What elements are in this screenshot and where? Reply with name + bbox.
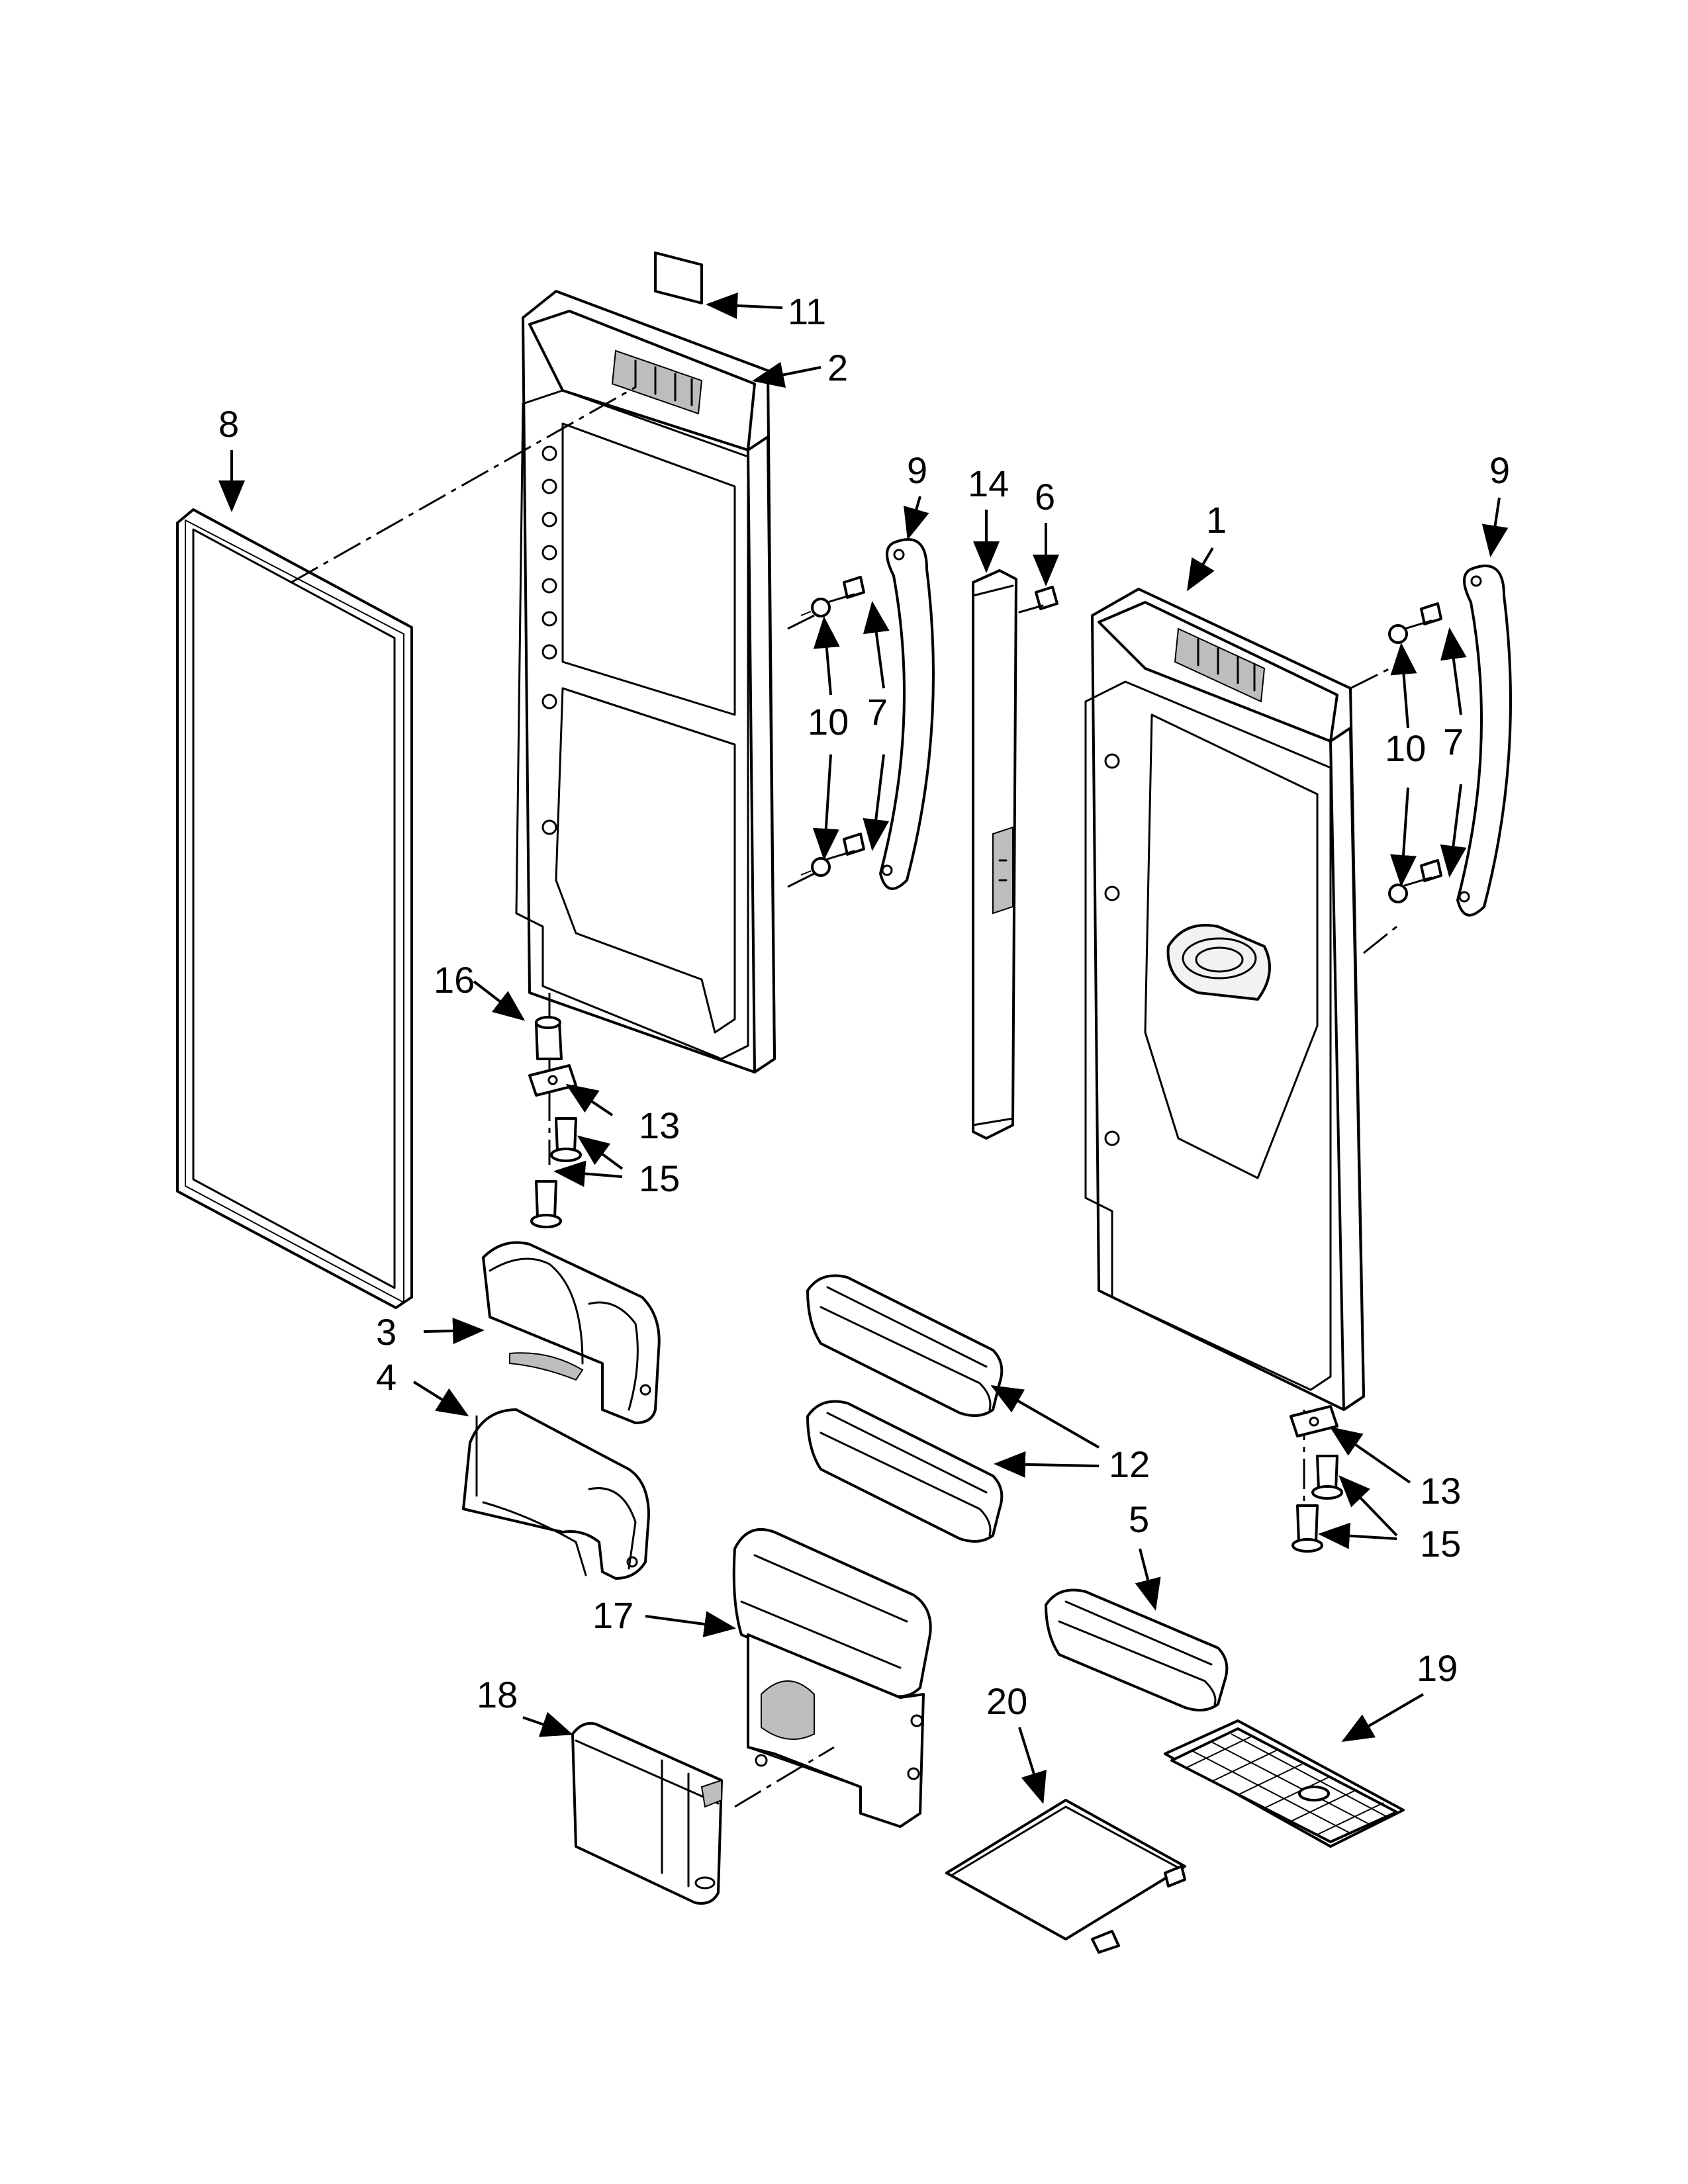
callout-labels: 11 2 8 9 14 6 1 9 10 7 10 7 16 13 15 3 4… — [218, 291, 1510, 1722]
door-bin-upper — [806, 1274, 1004, 1417]
assembly-line-gasket — [291, 386, 636, 584]
handle-left-door — [879, 538, 935, 890]
callout-8: 8 — [218, 403, 239, 445]
left-door-hinge-hardware — [528, 993, 582, 1228]
callout-4: 4 — [376, 1356, 397, 1398]
assembly-line-ice-chute — [734, 1746, 835, 1808]
door-shelf-supports — [541, 445, 557, 835]
door-gasket — [176, 508, 413, 1309]
mullion-screw — [1018, 586, 1058, 614]
handle-screws-left — [800, 576, 865, 877]
callout-9-right: 9 — [1489, 449, 1510, 491]
door-label — [654, 251, 703, 304]
callout-3: 3 — [376, 1311, 397, 1353]
callout-15-left: 15 — [639, 1158, 680, 1199]
flipper-mullion — [972, 569, 1017, 1140]
ice-bin-assembly — [732, 1528, 932, 1828]
dairy-bin — [462, 1408, 650, 1580]
callout-10-right: 10 — [1385, 727, 1426, 769]
callout-9-left: 9 — [907, 449, 927, 491]
door-bin-lower — [806, 1400, 1004, 1543]
dispenser-recess — [1166, 924, 1271, 1001]
callout-11: 11 — [788, 291, 826, 332]
assembly-line-right-door-bottom — [1363, 925, 1397, 954]
door-bin-small — [1045, 1588, 1229, 1711]
dairy-compartment-door — [482, 1241, 661, 1424]
callout-18: 18 — [477, 1674, 518, 1715]
callout-1: 1 — [1206, 499, 1227, 541]
callout-13-left: 13 — [639, 1105, 680, 1146]
callout-17: 17 — [592, 1594, 633, 1636]
assembly-line-left-handle-bottom — [787, 872, 815, 888]
handle-screws-right — [1388, 602, 1442, 903]
callout-6: 6 — [1035, 476, 1055, 518]
assembly-line-right-door-top — [1350, 664, 1397, 690]
callout-16: 16 — [434, 959, 475, 1001]
callout-12: 12 — [1109, 1443, 1150, 1485]
callout-2: 2 — [827, 347, 848, 388]
right-door-hinge-hardware — [1289, 1405, 1343, 1553]
callout-20: 20 — [986, 1680, 1027, 1722]
right-door — [1084, 588, 1365, 1411]
callout-10-left: 10 — [808, 701, 849, 743]
callout-7-right: 7 — [1443, 721, 1464, 762]
callout-15-right: 15 — [1420, 1523, 1461, 1565]
callout-7-left: 7 — [867, 691, 888, 733]
callout-leaders — [218, 292, 1509, 1804]
callout-14: 14 — [968, 463, 1009, 504]
callout-13-right: 13 — [1420, 1470, 1461, 1512]
assembly-line-left-handle-top — [787, 614, 815, 630]
callout-19: 19 — [1417, 1647, 1458, 1689]
handle-right-door — [1456, 565, 1512, 917]
drip-grille — [1164, 1719, 1405, 1848]
callout-5: 5 — [1129, 1498, 1149, 1540]
ice-chute-cover — [571, 1722, 723, 1905]
drip-tray-cover — [945, 1799, 1186, 1954]
left-door — [515, 290, 776, 1073]
